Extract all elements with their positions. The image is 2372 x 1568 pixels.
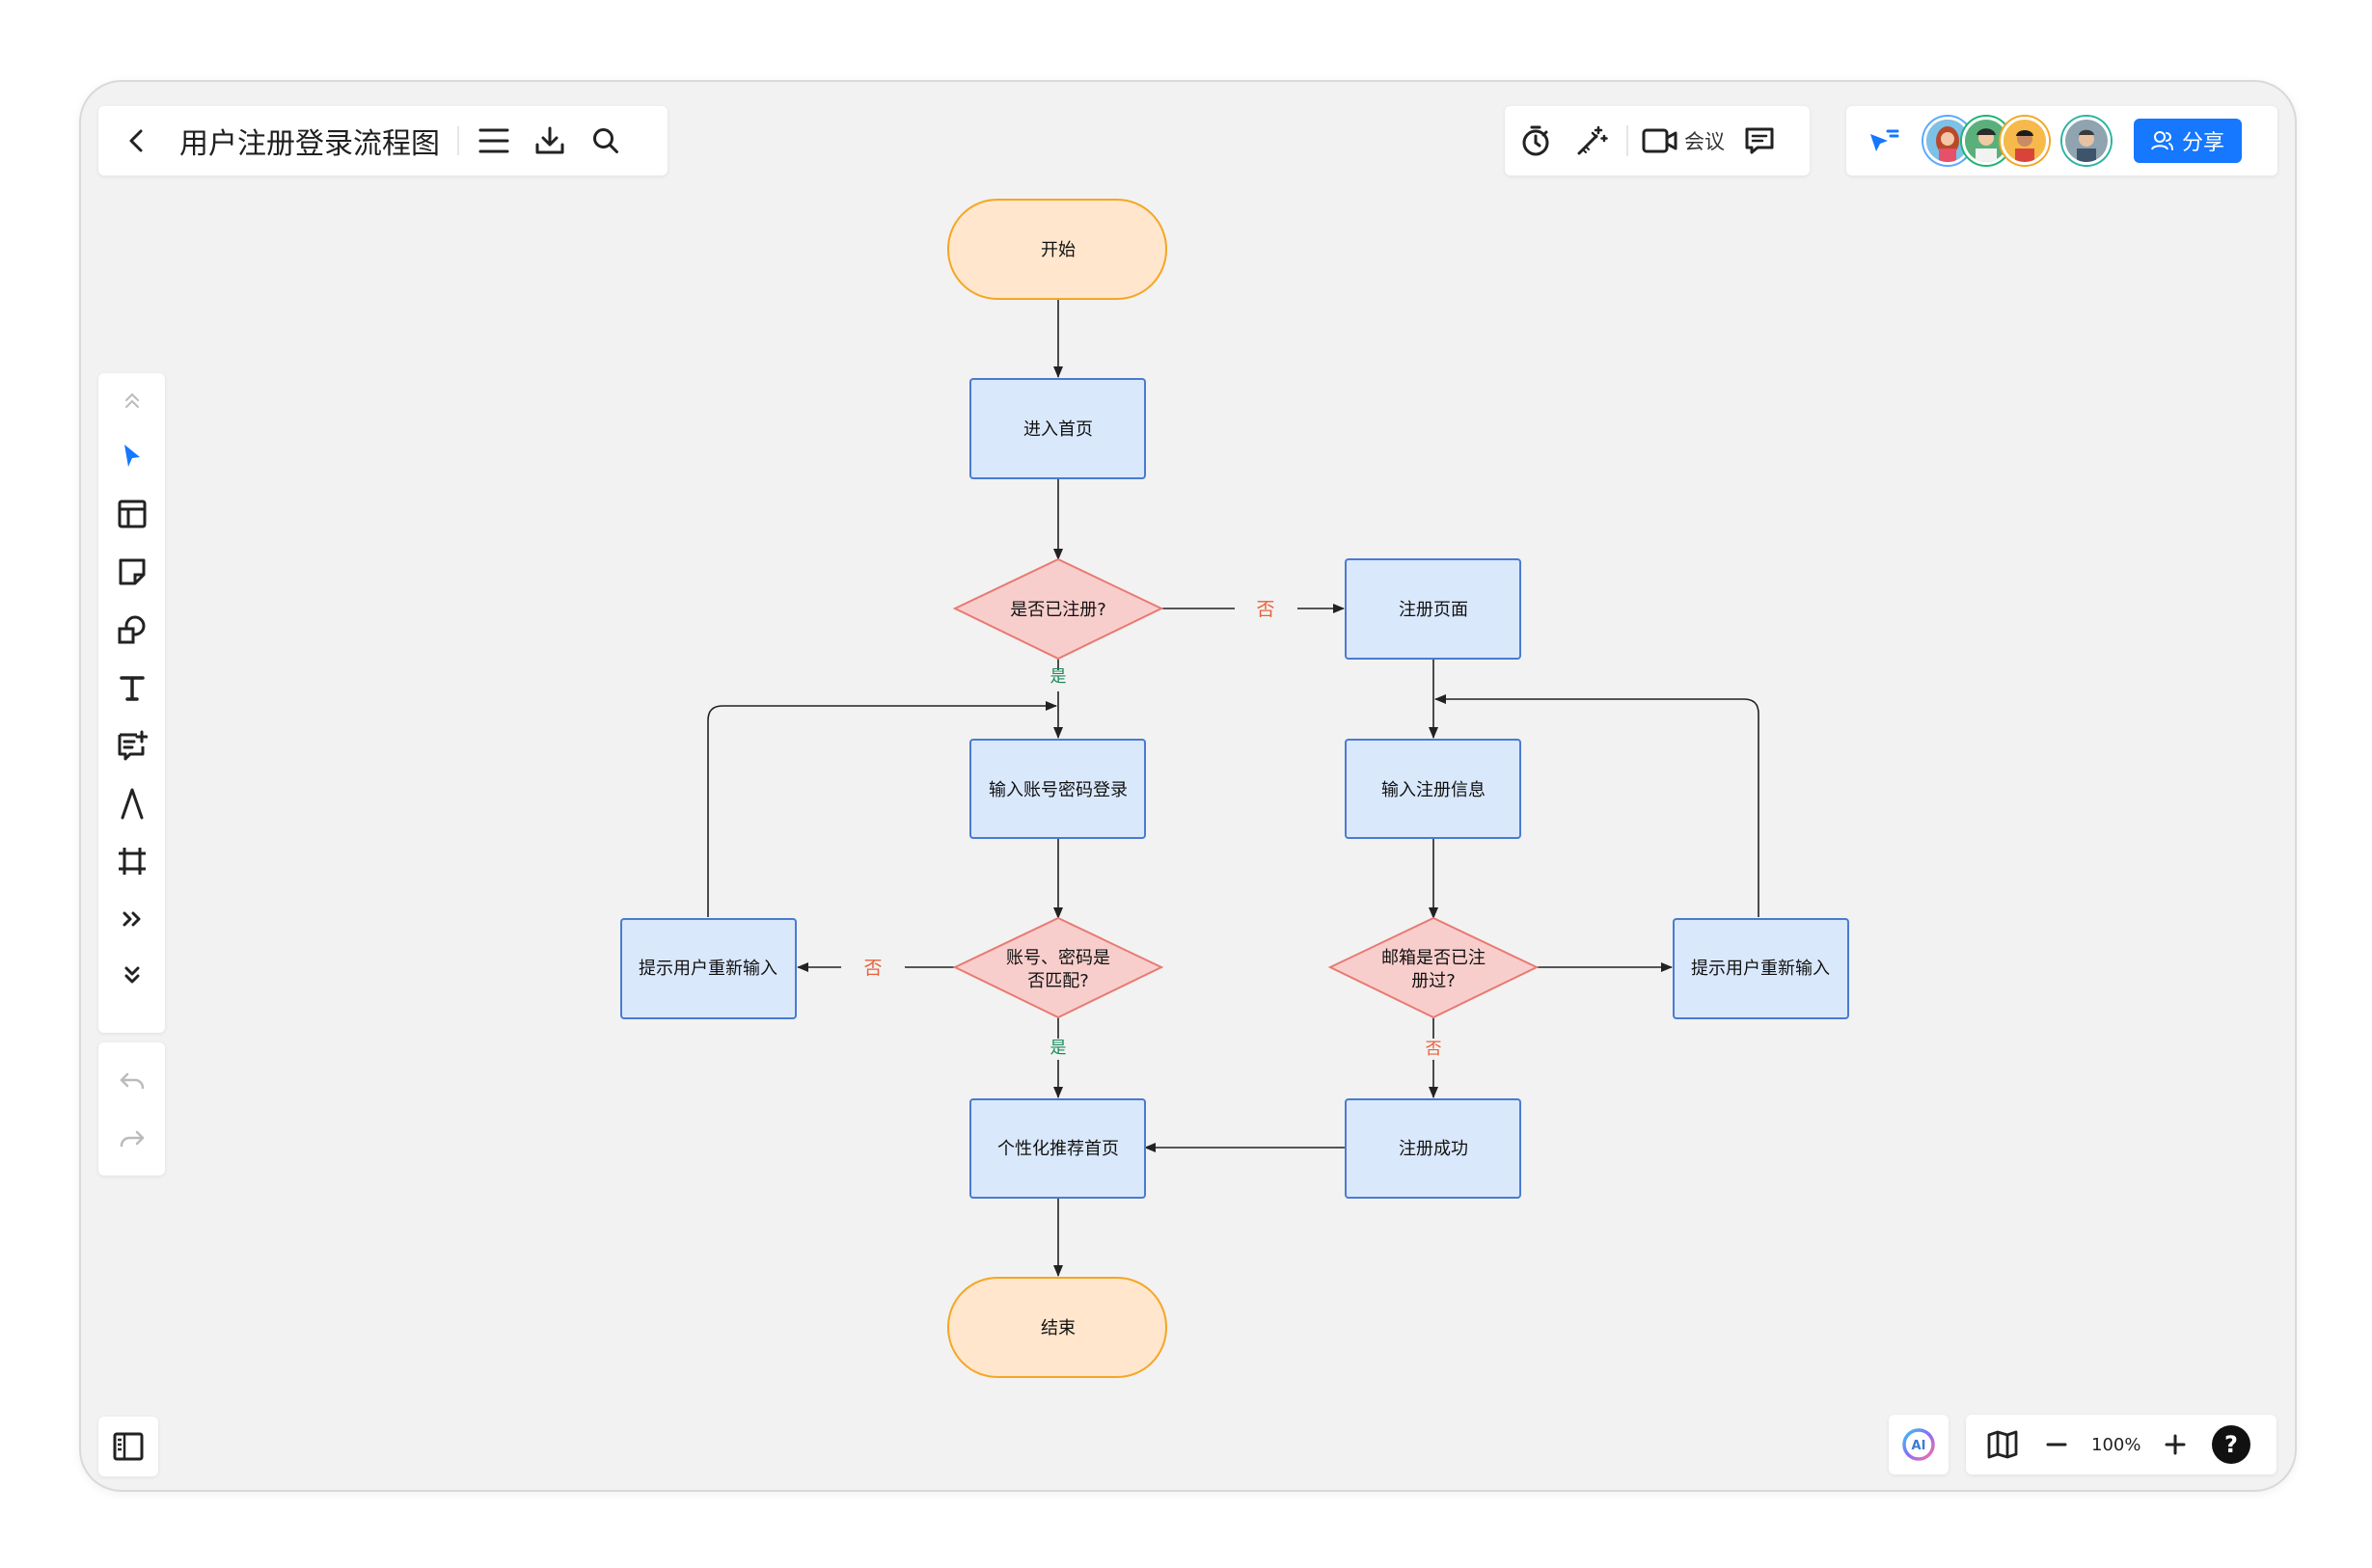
divider	[457, 126, 459, 155]
avatar[interactable]	[2001, 117, 2049, 165]
zoom-out-icon[interactable]	[2039, 1425, 2074, 1464]
back-icon[interactable]	[118, 122, 156, 160]
node-end-label: 结束	[1041, 1318, 1076, 1338]
svg-text:?: ?	[2225, 1431, 2239, 1458]
meeting-button[interactable]: 会议	[1642, 120, 1725, 162]
more-tools-icon[interactable]	[98, 890, 165, 948]
node-end[interactable]: 结束	[947, 1277, 1167, 1378]
download-icon[interactable]	[529, 120, 571, 162]
minimap-icon[interactable]	[1983, 1425, 2022, 1464]
undo-icon[interactable]	[98, 1052, 165, 1110]
node-register-page-label: 注册页面	[1399, 600, 1468, 620]
node-register-success-label: 注册成功	[1399, 1139, 1468, 1159]
node-match-label-line1: 账号、密码是	[1006, 948, 1110, 968]
cursor-follow-icon[interactable]	[1860, 118, 1906, 164]
menu-icon[interactable]	[473, 120, 515, 162]
node-retry-right-label: 提示用户重新输入	[1691, 959, 1830, 979]
collapse-up-icon[interactable]	[98, 373, 165, 427]
template-icon[interactable]	[98, 485, 165, 543]
shapes-icon[interactable]	[98, 601, 165, 659]
tool-rail	[98, 373, 165, 1033]
meeting-label: 会议	[1684, 130, 1725, 153]
node-register-success[interactable]: 注册成功	[1345, 1098, 1521, 1199]
title-toolbar: 用户注册登录流程图	[98, 106, 668, 176]
node-login-input-label: 输入账号密码登录	[989, 780, 1128, 800]
help-icon[interactable]: ?	[2210, 1423, 2252, 1466]
node-personal-home-label: 个性化推荐首页	[997, 1139, 1119, 1159]
node-home-label: 进入首页	[1023, 419, 1093, 440]
ai-icon: AI	[1902, 1428, 1935, 1461]
node-home[interactable]: 进入首页	[969, 378, 1146, 479]
sidebar-icon	[113, 1432, 144, 1461]
edge-label-yes: 是	[1050, 667, 1067, 687]
frame-icon[interactable]	[98, 832, 165, 890]
zoom-bar: 100% ?	[1966, 1415, 2277, 1474]
svg-text:AI: AI	[1912, 1439, 1926, 1453]
edge-label-yes: 是	[1050, 1039, 1067, 1058]
avatar[interactable]	[1962, 117, 2010, 165]
node-email-label-line1: 邮箱是否已注	[1381, 948, 1486, 968]
video-camera-icon	[1642, 128, 1677, 153]
node-registered-decision[interactable]: 是否已注册?	[952, 557, 1164, 661]
node-start-label: 开始	[1041, 240, 1076, 260]
edge-label-no: 否	[1426, 1040, 1442, 1059]
history-panel	[98, 1042, 165, 1176]
edge-label-no: 否	[1256, 599, 1274, 620]
edge-retry-right-back	[1434, 694, 1759, 917]
search-icon[interactable]	[585, 120, 627, 162]
comment-icon[interactable]	[1738, 120, 1781, 162]
whiteboard-window: 用户注册登录流程图 会议	[79, 80, 2297, 1492]
ai-button[interactable]: AI	[1889, 1415, 1949, 1474]
divider	[1626, 125, 1628, 156]
node-personal-home[interactable]: 个性化推荐首页	[969, 1098, 1146, 1199]
node-match-label-line2: 否匹配?	[1027, 971, 1089, 991]
comment-add-icon[interactable]	[98, 716, 165, 774]
node-register-page[interactable]: 注册页面	[1345, 558, 1521, 660]
share-toolbar: 分享	[1846, 106, 2277, 176]
edge-label-no: 否	[863, 958, 882, 979]
users-icon	[2151, 131, 2173, 150]
connectors	[707, 299, 1759, 1277]
expand-down-icon[interactable]	[98, 948, 165, 1002]
node-retry-left-label: 提示用户重新输入	[639, 959, 777, 979]
magic-wand-icon[interactable]	[1570, 120, 1613, 162]
node-register-input-label: 输入注册信息	[1381, 780, 1486, 800]
node-registered-label: 是否已注册?	[1010, 600, 1106, 620]
share-label: 分享	[2181, 131, 2224, 155]
document-title[interactable]: 用户注册登录流程图	[179, 127, 440, 161]
collab-toolbar: 会议	[1505, 106, 1810, 176]
node-retry-left[interactable]: 提示用户重新输入	[620, 918, 797, 1019]
timer-icon[interactable]	[1514, 120, 1557, 162]
node-start[interactable]: 开始	[947, 199, 1167, 300]
node-email-label-line2: 册过?	[1411, 971, 1456, 991]
node-register-input[interactable]: 输入注册信息	[1345, 739, 1521, 839]
zoom-level[interactable]: 100%	[2091, 1434, 2141, 1455]
collaborator-avatars[interactable]	[1923, 117, 2111, 165]
node-email-decision[interactable]: 邮箱是否已注 册过?	[1327, 916, 1540, 1019]
zoom-in-icon[interactable]	[2158, 1425, 2193, 1464]
node-login-input[interactable]: 输入账号密码登录	[969, 739, 1146, 839]
pen-icon[interactable]	[98, 774, 165, 832]
select-cursor-icon[interactable]	[98, 427, 165, 485]
redo-icon[interactable]	[98, 1110, 165, 1168]
edge-retry-left-back	[707, 701, 1057, 917]
node-retry-right[interactable]: 提示用户重新输入	[1673, 918, 1849, 1019]
outline-panel-toggle[interactable]	[98, 1417, 158, 1476]
sticky-note-icon[interactable]	[98, 543, 165, 601]
share-button[interactable]: 分享	[2134, 119, 2242, 163]
text-tool-icon[interactable]	[98, 659, 165, 716]
node-match-decision[interactable]: 账号、密码是 否匹配?	[952, 916, 1164, 1019]
avatar[interactable]	[2062, 117, 2111, 165]
